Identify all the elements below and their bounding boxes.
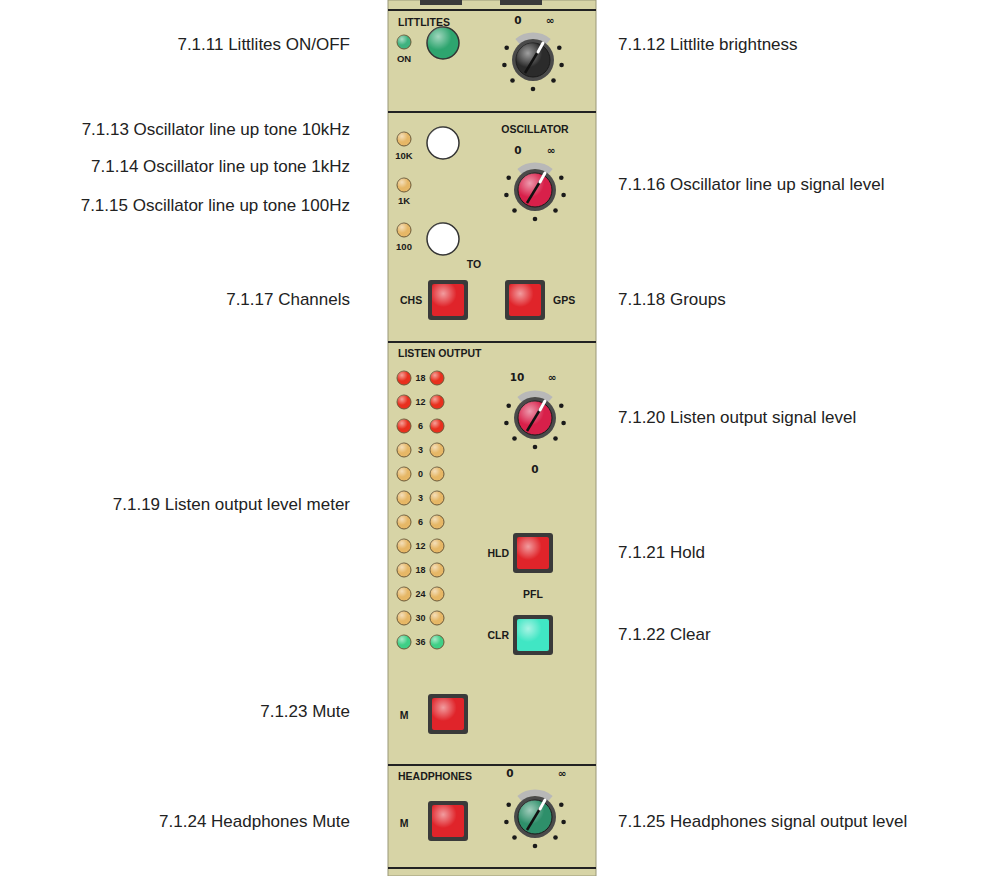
previous-section-control [420,0,462,5]
meter-scale: 18 [415,373,425,383]
callout-label: 7.1.12 Littlite brightness [618,35,798,55]
tone-button [427,223,459,255]
meter-scale: 12 [415,541,425,551]
scale-label: 0 [514,144,521,156]
section-dividers [388,10,596,868]
on-led [397,35,411,49]
brightness-knob [502,36,564,91]
scale-label: ∞ [547,144,556,156]
tone-button [427,127,459,159]
scale-label: 0 [506,767,513,779]
meter-scale: 3 [418,445,423,455]
scale-label: ∞ [548,371,557,383]
headphones-mute-button [428,801,468,841]
led-label: 10K [395,151,412,162]
channels-button [428,280,468,320]
meter-scale: 18 [415,565,425,575]
button-label: CHS [400,294,422,306]
meter-scale: 36 [415,637,425,647]
callout-label: 7.1.21 Hold [618,543,705,563]
panel-heading: PFL [523,588,543,600]
panel-heading: LITTLITES [398,16,450,28]
panel-heading: HEADPHONES [398,770,472,782]
previous-section-control [500,0,542,5]
meter-scale: 6 [418,517,423,527]
callout-label: 7.1.17 Channels [226,290,350,310]
tone-led [397,223,411,237]
meter-scale: 0 [418,469,423,479]
callout-label: 7.1.15 Oscillator line up tone 100Hz [81,196,350,216]
tone-led [397,132,411,146]
panel-heading: LISTEN OUTPUT [398,347,481,359]
callout-label: 7.1.20 Listen output signal level [618,408,856,428]
scale-label: ∞ [558,767,567,779]
tone-led [397,178,411,192]
button-label: M [400,709,409,721]
button-label: HLD [487,547,509,559]
panel-heading: OSCILLATOR [501,123,568,135]
groups-button [505,280,545,320]
led-label: 100 [396,242,412,253]
meter-scale: 6 [418,421,423,431]
panel-heading: TO [467,258,481,270]
button-label: CLR [487,629,509,641]
callout-label: 7.1.23 Mute [260,702,350,722]
scale-label: 0 [514,14,521,26]
callout-label: 7.1.18 Groups [618,290,726,310]
callout-label: 7.1.22 Clear [618,625,711,645]
littlites-button [427,27,459,59]
callout-label: 7.1.11 Littlites ON/OFF [177,35,350,55]
listen-knob [504,394,566,449]
callout-label: 7.1.14 Oscillator line up tone 1kHz [91,157,350,177]
meter-scale: 24 [415,589,425,599]
meter-scale: 12 [415,397,425,407]
scale-label: 10 [510,371,525,383]
led-label: 1K [398,196,410,207]
hold-button [513,533,553,573]
headphones-knob [504,793,566,848]
scale-label: 0 [531,463,538,475]
meter-scale: 3 [418,493,423,503]
led-label: ON [397,54,411,65]
meter-scale: 30 [415,613,425,623]
button-label: GPS [553,294,575,306]
callout-label: 7.1.19 Listen output level meter [113,495,350,515]
mute-button [428,694,468,734]
clear-button [513,615,553,655]
callout-label: 7.1.13 Oscillator line up tone 10kHz [82,120,350,140]
button-label: M [400,817,409,829]
panel-face [388,0,596,876]
oscillator-knob [504,166,566,221]
callout-label: 7.1.24 Headphones Mute [159,812,350,832]
scale-label: ∞ [546,14,555,26]
callout-label: 7.1.25 Headphones signal output level [618,812,907,832]
level-meter [397,371,444,649]
callout-label: 7.1.16 Oscillator line up signal level [618,175,884,195]
